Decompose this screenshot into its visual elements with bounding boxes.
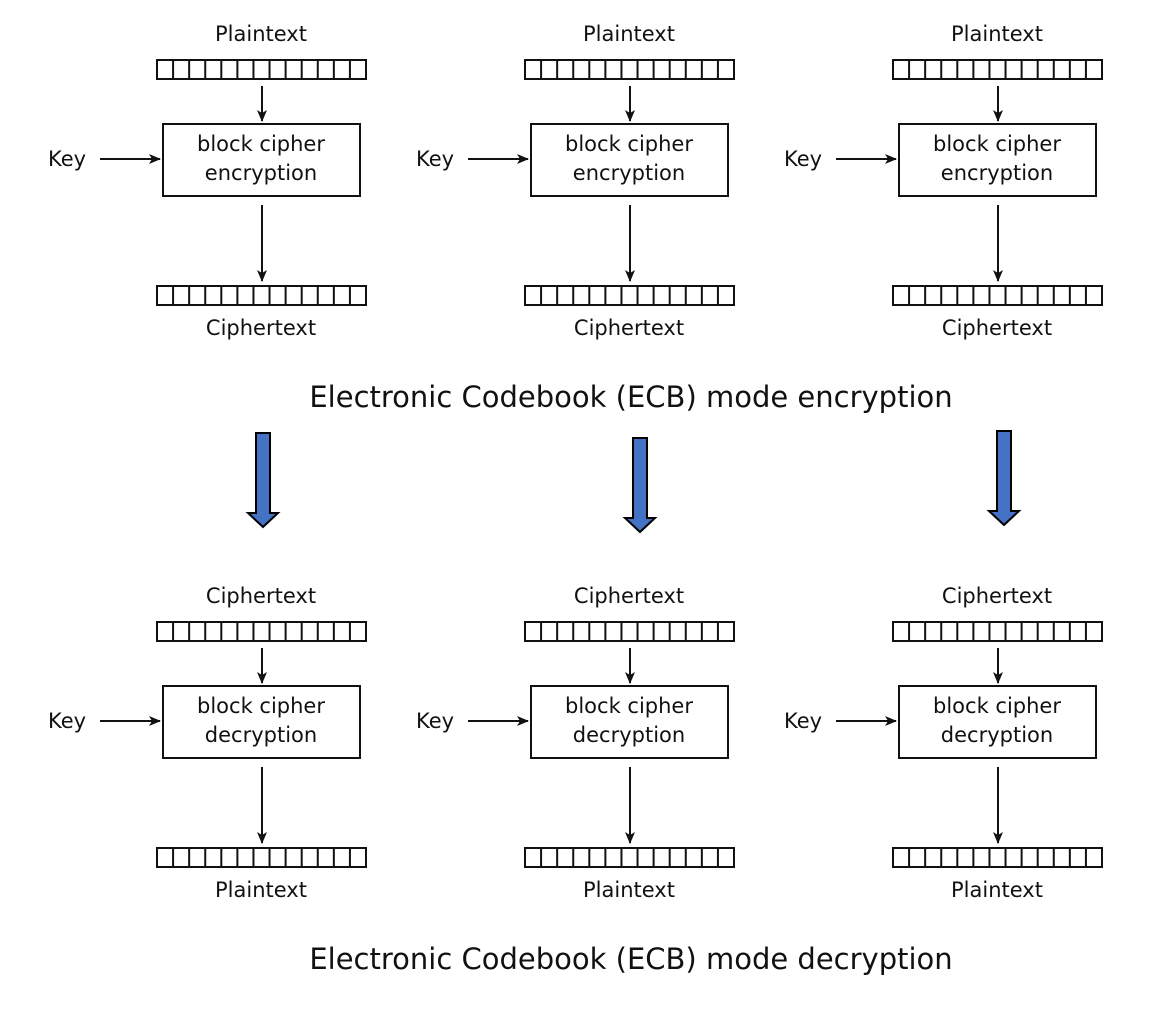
input-label: Plaintext xyxy=(951,22,1043,46)
input-block-bar xyxy=(892,621,1103,642)
box-label-line2: encryption xyxy=(941,161,1053,185)
encryption-caption: Electronic Codebook (ECB) mode encryptio… xyxy=(309,380,952,414)
input-block-bar xyxy=(524,621,735,642)
input-label: Ciphertext xyxy=(942,584,1052,608)
output-label: Ciphertext xyxy=(206,316,316,340)
output-label: Plaintext xyxy=(215,878,307,902)
key-label: Key xyxy=(784,709,822,733)
block-bar-outline xyxy=(892,621,1103,642)
blue-down-arrow-icon xyxy=(245,432,281,529)
blue-down-arrow-icon xyxy=(986,430,1022,527)
encryption-unit: Plaintext block cipher encryption KeyCipher… xyxy=(784,22,1103,340)
section-encryption: Plaintext block cipher encryption KeyCipher… xyxy=(48,22,1103,414)
decryption-unit: Ciphertext block cipher decryption KeyPlain… xyxy=(48,584,367,902)
box-label-line1: block cipher xyxy=(933,132,1061,156)
decryption-unit: Ciphertext block cipher decryption KeyPlain… xyxy=(416,584,735,902)
box-label-line1: block cipher xyxy=(933,694,1061,718)
block-bar-outline xyxy=(524,59,735,80)
key-label: Key xyxy=(416,709,454,733)
input-block-bar xyxy=(156,621,367,642)
section-decryption: Ciphertext block cipher decryption KeyPlain… xyxy=(48,584,1103,976)
key-label: Key xyxy=(416,147,454,171)
box-label-line2: decryption xyxy=(941,723,1053,747)
key-label: Key xyxy=(48,147,86,171)
encryption-unit: Plaintext block cipher encryption KeyCipher… xyxy=(416,22,735,340)
block-cipher-box xyxy=(530,123,729,197)
box-label-line1: block cipher xyxy=(565,694,693,718)
input-label: Ciphertext xyxy=(574,584,684,608)
block-bar-outline xyxy=(156,621,367,642)
block-cipher-box xyxy=(162,685,361,759)
output-label: Plaintext xyxy=(951,878,1043,902)
block-cipher-box xyxy=(162,123,361,197)
output-label: Ciphertext xyxy=(942,316,1052,340)
output-block-bar xyxy=(892,285,1103,306)
input-block-bar xyxy=(892,59,1103,80)
box-label-line2: decryption xyxy=(205,723,317,747)
box-label-line2: encryption xyxy=(573,161,685,185)
blue-down-arrow-icon xyxy=(622,437,658,534)
decryption-caption: Electronic Codebook (ECB) mode decryptio… xyxy=(309,942,952,976)
block-bar-outline xyxy=(892,847,1103,868)
decryption-unit: Ciphertext block cipher decryption KeyPlain… xyxy=(784,584,1103,902)
output-block-bar xyxy=(156,847,367,868)
block-bar-outline xyxy=(524,847,735,868)
block-bar-outline xyxy=(156,59,367,80)
block-bar-outline xyxy=(156,847,367,868)
box-label-line1: block cipher xyxy=(197,132,325,156)
output-block-bar xyxy=(524,285,735,306)
output-label: Ciphertext xyxy=(574,316,684,340)
encryption-unit: Plaintext block cipher encryption KeyCipher… xyxy=(48,22,367,340)
block-bar-outline xyxy=(892,59,1103,80)
box-label-line2: encryption xyxy=(205,161,317,185)
output-block-bar xyxy=(892,847,1103,868)
output-block-bar xyxy=(156,285,367,306)
block-cipher-box xyxy=(898,123,1097,197)
box-label-line1: block cipher xyxy=(565,132,693,156)
box-label-line1: block cipher xyxy=(197,694,325,718)
block-cipher-box xyxy=(530,685,729,759)
key-label: Key xyxy=(48,709,86,733)
block-cipher-box xyxy=(898,685,1097,759)
block-bar-outline xyxy=(524,285,735,306)
input-block-bar xyxy=(156,59,367,80)
block-bar-outline xyxy=(524,621,735,642)
key-label: Key xyxy=(784,147,822,171)
box-label-line2: decryption xyxy=(573,723,685,747)
input-label: Plaintext xyxy=(583,22,675,46)
output-block-bar xyxy=(524,847,735,868)
block-bar-outline xyxy=(892,285,1103,306)
input-block-bar xyxy=(524,59,735,80)
block-bar-outline xyxy=(156,285,367,306)
input-label: Ciphertext xyxy=(206,584,316,608)
output-label: Plaintext xyxy=(583,878,675,902)
input-label: Plaintext xyxy=(215,22,307,46)
